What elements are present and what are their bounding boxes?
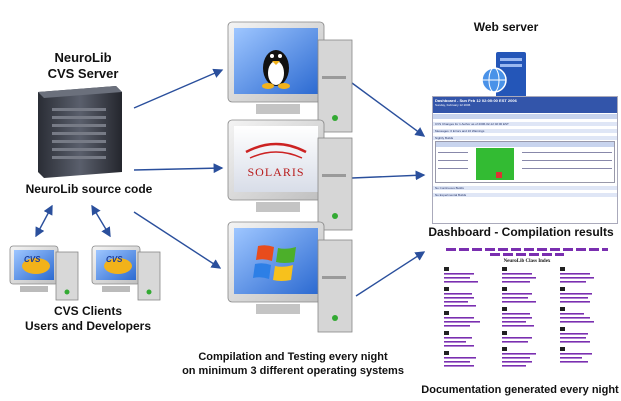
dashboard-header-title: Dashboard - Sun Feb 12 02:00:00 EST 2006 [435, 98, 517, 103]
arrow-server-to-windows [133, 211, 222, 269]
arrow-server-client-left [35, 204, 53, 238]
dashboard-section-messages: Messages: 0 Errors and 16 Warnings [433, 129, 617, 133]
arrow-solaris-to-dashboard [351, 170, 426, 181]
dashboard-section-experimental: No Experimental Builds [433, 193, 617, 197]
build-caption-line2: on minimum 3 different operating systems [182, 365, 404, 377]
dashboard-header: Dashboard - Sun Feb 12 02:00:00 EST 2006… [433, 97, 617, 113]
dashboard-screenshot: Dashboard - Sun Feb 12 02:00:00 EST 2006… [432, 96, 618, 224]
cvs-clients-line1: CVS Clients [53, 304, 122, 318]
cvs-client-pc-right-icon: CVS [91, 245, 161, 301]
dashboard-section-changes: CVS Changes for 1 Author as of 2006-02-1… [433, 122, 617, 126]
web-server-label: Web server [473, 20, 539, 34]
cvs-server-title: NeuroLib CVS Server [38, 50, 128, 82]
svg-text:SOLARIS: SOLARIS [247, 165, 304, 179]
cvs-clients-label: CVS Clients Users and Developers [6, 304, 170, 334]
cvs-clients-line2: Users and Developers [24, 319, 152, 333]
dashboard-section-nightly: Nightly Builds [433, 136, 617, 140]
web-server-icon [481, 52, 526, 98]
documentation-screenshot: NeuroLib Class Index [440, 246, 614, 380]
arrow-server-client-right [91, 204, 111, 238]
dashboard-fail-cell [496, 172, 502, 178]
dashboard-caption: Dashboard - Compilation results [428, 225, 614, 239]
docs-title: NeuroLib Class Index [503, 259, 551, 264]
dashboard-header-sub: Sunday, February 12 2006 [435, 103, 471, 107]
solaris-build-pc-icon: SOLARIS [227, 119, 353, 231]
dashboard-results-table [435, 141, 615, 183]
dashboard-pass-cells [476, 148, 514, 180]
arrow-server-to-solaris [133, 163, 224, 174]
docs-link-bar-1 [446, 248, 608, 251]
docs-link-bar-2 [490, 253, 564, 256]
cvs-server-title-line2: CVS Server [47, 66, 119, 81]
windows-build-pc-icon [227, 221, 353, 333]
linux-build-pc-icon [227, 21, 353, 133]
arrow-server-to-linux [133, 68, 224, 109]
svg-text:CVS: CVS [106, 255, 123, 264]
cvs-server-tower-icon [38, 86, 122, 178]
dashboard-section-continuous: No Continuous Builds [433, 186, 617, 190]
build-caption: Compilation and Testing every night on m… [168, 350, 418, 378]
docs-link-columns [444, 267, 594, 367]
source-code-label: NeuroLib source code [25, 182, 153, 196]
cvs-client-pc-left-icon: CVS [9, 245, 79, 301]
arrow-windows-to-docs [355, 251, 426, 297]
svg-text:CVS: CVS [24, 255, 41, 264]
documentation-caption: Documentation generated every night [421, 384, 619, 396]
docs-class-index [440, 265, 614, 375]
cvs-server-title-line1: NeuroLib [54, 50, 112, 65]
arrow-linux-to-dashboard [351, 82, 426, 137]
build-caption-line1: Compilation and Testing every night [198, 351, 388, 363]
dashboard-nav-bar [433, 114, 617, 119]
